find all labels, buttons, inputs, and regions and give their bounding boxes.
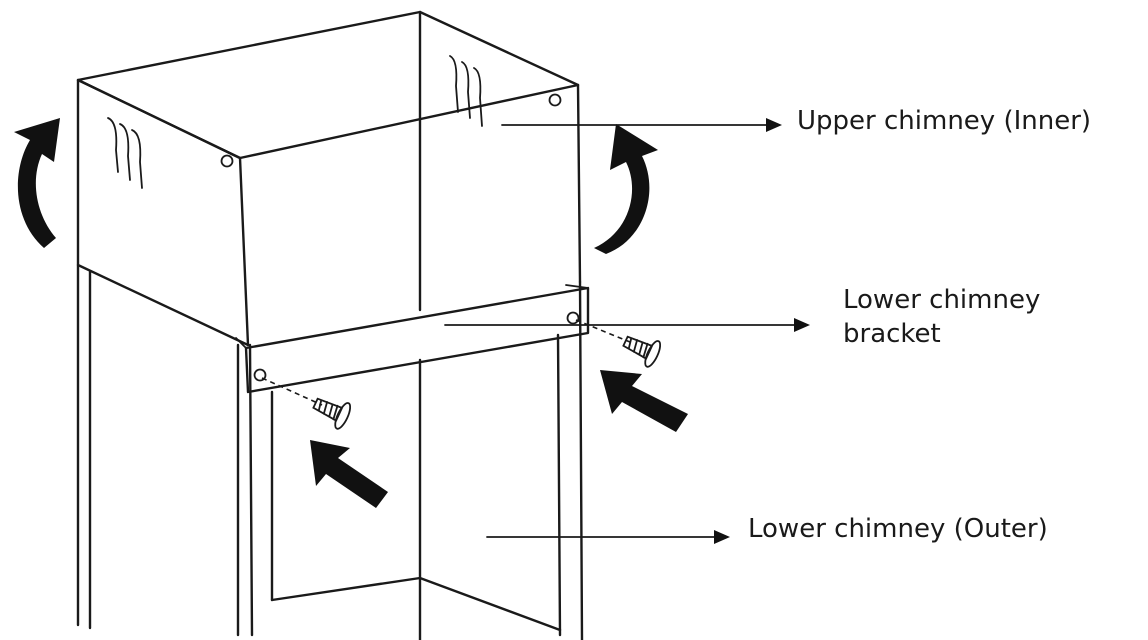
lower-chimney-inner-floor bbox=[418, 576, 562, 632]
label-bracket-line2: bracket bbox=[843, 319, 941, 349]
lower-chimney-right-inner bbox=[556, 333, 562, 637]
bracket-strip bbox=[244, 286, 590, 394]
screw-hole-upper-left bbox=[220, 154, 234, 168]
label-upper-chimney: Upper chimney (Inner) bbox=[797, 106, 1092, 136]
vent-slots-right bbox=[449, 55, 483, 127]
leader-lower-chimney bbox=[486, 530, 730, 544]
label-lower-chimney: Lower chimney (Outer) bbox=[748, 514, 1048, 544]
lower-chimney-inner-bottom bbox=[270, 576, 422, 602]
leader-upper-chimney bbox=[501, 118, 782, 132]
curved-arrow-icon bbox=[14, 118, 60, 248]
upper-chimney-right-edge bbox=[576, 83, 582, 284]
vent-slots-left bbox=[107, 117, 143, 189]
label-bracket-line1: Lower chimney bbox=[843, 285, 1041, 315]
lower-chimney-right-edge bbox=[578, 280, 584, 640]
screw-icon bbox=[312, 397, 352, 430]
bracket-hole-right bbox=[566, 311, 580, 325]
curved-arrow-icon bbox=[594, 124, 658, 254]
lower-chimney-corner-lip bbox=[248, 343, 254, 637]
insert-arrow-icon bbox=[600, 370, 688, 432]
upper-chimney bbox=[76, 10, 582, 347]
screw-guide-left bbox=[261, 377, 323, 406]
lower-chimney bbox=[76, 263, 584, 640]
screw-hole-upper-right bbox=[548, 93, 562, 107]
upper-chimney-left-panel bbox=[76, 78, 250, 347]
lower-chimney-bracket bbox=[235, 284, 590, 394]
leader-bracket bbox=[444, 318, 810, 332]
screw-guide-right bbox=[575, 319, 631, 343]
screw-icon bbox=[622, 335, 662, 368]
upper-chimney-top bbox=[76, 10, 580, 160]
label-lower-chimney-bracket: Lower chimney bracket bbox=[843, 283, 1040, 351]
insert-arrow-icon bbox=[310, 440, 388, 508]
bracket-hole-left bbox=[253, 368, 267, 382]
